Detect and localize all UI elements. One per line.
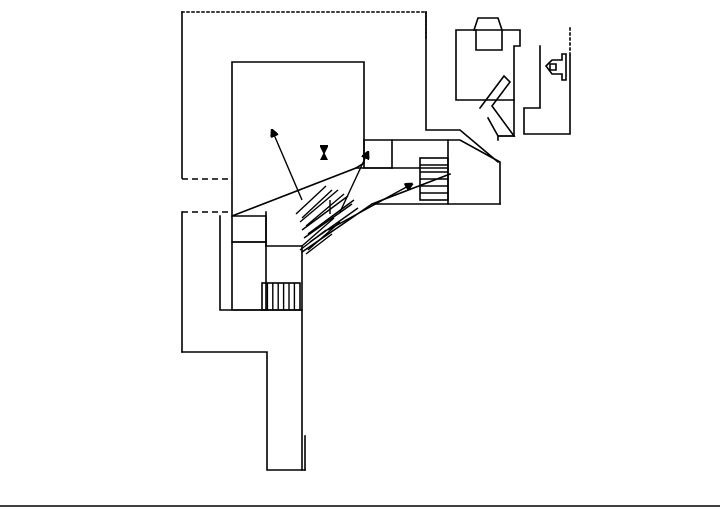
diagonal-stair-tread	[299, 229, 327, 251]
tower-structure	[455, 17, 571, 141]
diagonal-hall	[300, 167, 501, 254]
diagonal-stair-tread	[305, 233, 333, 255]
apse-shape	[544, 53, 567, 81]
tower-top-cap	[472, 17, 504, 32]
diagonal-stair-tread	[299, 189, 339, 223]
view-direction-arrow-icon	[272, 130, 303, 201]
diagonal-stair-tread	[301, 217, 335, 247]
diagonal-stair-tread	[301, 195, 349, 231]
tower-upper-block	[455, 29, 521, 101]
doorway-dashed-lines	[182, 178, 232, 213]
up-arrow-icon	[320, 152, 328, 160]
diagonal-stair-tread	[301, 189, 333, 219]
apse-structure	[544, 53, 567, 81]
lower-stair-outline	[261, 282, 301, 311]
tower-east-wall	[523, 45, 571, 135]
main-room-walls	[231, 61, 365, 218]
view-direction-arrow-icon	[339, 152, 368, 213]
vestibule-box	[363, 139, 393, 169]
lower-staircase	[261, 282, 301, 311]
diagonal-stair-tread	[303, 203, 353, 239]
right-hall-east-wall	[447, 139, 501, 205]
outer-wall-lower-ledge	[181, 351, 306, 471]
tower-south-wall	[497, 135, 515, 141]
main-room	[231, 61, 365, 218]
diagonal-stair-tread	[305, 193, 345, 227]
diagonal-staircase	[295, 185, 359, 255]
diagonal-stair-tread	[295, 185, 327, 215]
diagonal-stair-tread	[307, 199, 355, 235]
view-direction-arrow-icon	[327, 184, 412, 231]
small-room-upper	[231, 215, 267, 243]
outer-walls	[0, 11, 720, 507]
right-staircase	[419, 157, 449, 201]
corridor-right-wall	[265, 211, 303, 247]
tower-inner-box	[475, 29, 503, 51]
left-corridor	[219, 211, 303, 471]
view-direction-arrows	[272, 130, 412, 231]
apse-inner	[549, 63, 557, 71]
small-room-lower	[231, 241, 267, 311]
right-upper-wall	[425, 11, 500, 164]
tower-diagonal-wing	[478, 74, 516, 137]
